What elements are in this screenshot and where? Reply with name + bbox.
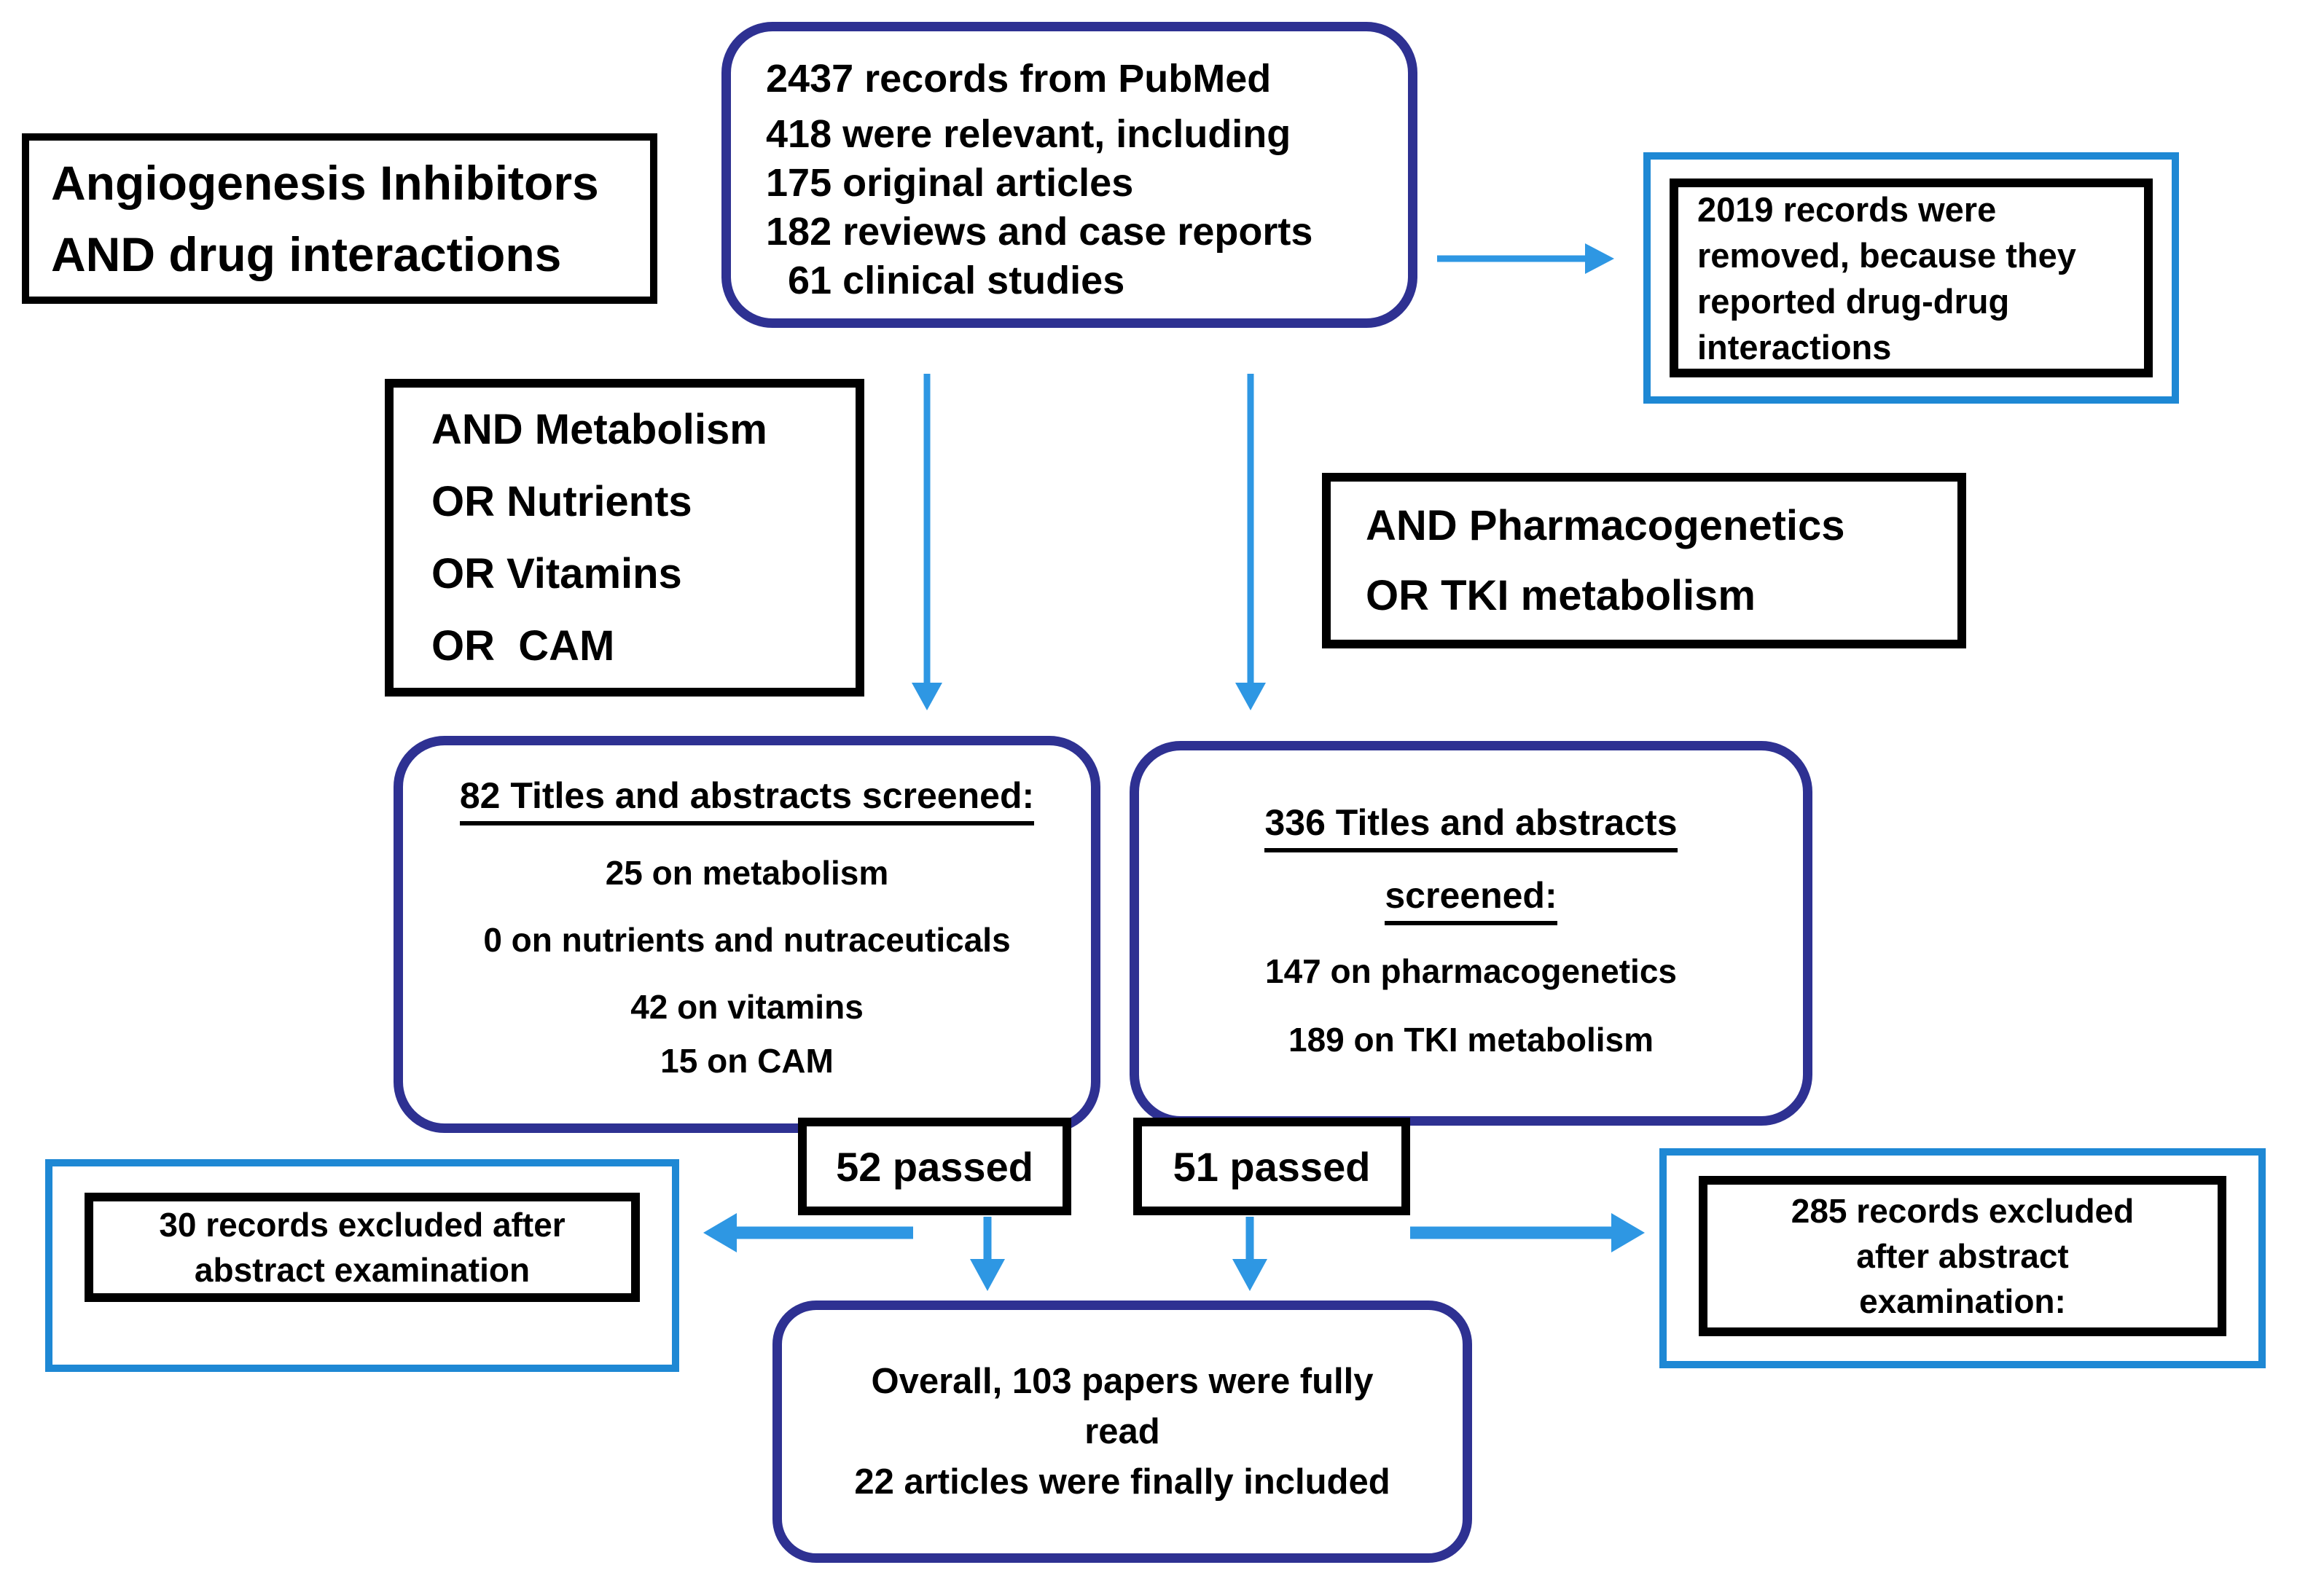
screened-left-item: 25 on metabolism (605, 854, 889, 892)
arrow-shaft (983, 1217, 992, 1260)
arrow-pubmed-to-removed (1437, 237, 1614, 281)
pubmed-line: 2437 records from PubMed (766, 57, 1272, 101)
excluded-left-line: abstract examination (194, 1251, 531, 1289)
removed-line: reported drug-drug (1697, 281, 2010, 321)
screened-right-header-text: screened: (1385, 874, 1557, 925)
arrow-down-head-icon (1232, 1259, 1267, 1291)
removed-line: 2019 records were (1697, 189, 1997, 229)
screened-right-item: 147 on pharmacogenetics (1265, 952, 1677, 990)
arrow-left-head-icon (703, 1213, 737, 1252)
overall-line: 22 articles were finally included (854, 1462, 1390, 1502)
overall-line: Overall, 103 papers were fully (871, 1361, 1374, 1401)
arrow-shaft (1410, 1226, 1613, 1239)
excluded-right-line: 285 records excluded (1791, 1192, 2135, 1230)
removed-records-box: 2019 records were removed, because they … (1670, 179, 2153, 377)
arrow-shaft (1437, 255, 1586, 262)
screened-left-item: 0 on nutrients and nutraceuticals (483, 921, 1011, 959)
arrow-shaft (1247, 374, 1254, 684)
pubmed-line: 418 were relevant, including (766, 112, 1291, 156)
passed-left-label: 52 passed (836, 1143, 1033, 1190)
pharma-query-line: AND Pharmacogenetics (1366, 501, 1845, 549)
pharma-query-line: OR TKI metabolism (1366, 571, 1756, 619)
arrow-to-excluded-right (1410, 1211, 1645, 1255)
passed-left-box: 52 passed (798, 1118, 1071, 1215)
screened-left-header: 82 Titles and abstracts screened: (403, 774, 1091, 825)
arrow-passed-right-to-overall (1232, 1217, 1267, 1291)
arrow-to-excluded-left (703, 1211, 913, 1255)
removed-line: interactions (1697, 327, 1892, 366)
arrow-pubmed-to-screened-right (1235, 374, 1266, 710)
excluded-right-line: after abstract (1856, 1237, 2069, 1275)
excluded-right-line: examination: (1859, 1282, 2066, 1320)
screened-left-item: 42 on vitamins (630, 988, 864, 1026)
excluded-right-outer-box: 285 records excluded after abstract exam… (1659, 1148, 2266, 1368)
metabolism-query-line: AND Metabolism (431, 406, 767, 453)
screened-right-header-text: 336 Titles and abstracts (1264, 801, 1678, 852)
excluded-left-box: 30 records excluded after abstract exami… (85, 1193, 640, 1302)
screened-left-header-text: 82 Titles and abstracts screened: (459, 774, 1035, 825)
arrow-passed-left-to-overall (970, 1217, 1005, 1291)
excluded-left-outer-box: 30 records excluded after abstract exami… (45, 1159, 679, 1372)
screened-left-item: 15 on CAM (660, 1042, 834, 1080)
arrow-right-head-icon (1585, 243, 1614, 274)
arrow-shaft (1245, 1217, 1254, 1260)
arrow-shaft (923, 374, 931, 684)
arrow-pubmed-to-screened-left (912, 374, 942, 710)
screened-right-item: 189 on TKI metabolism (1288, 1021, 1654, 1059)
removed-line: removed, because they (1697, 235, 2076, 275)
arrow-right-head-icon (1611, 1213, 1645, 1252)
search-query-box: Angiogenesis Inhibitors AND drug interac… (22, 133, 657, 304)
pharmacogenetics-query-box: AND Pharmacogenetics OR TKI metabolism (1322, 473, 1966, 648)
excluded-left-line: 30 records excluded after (159, 1206, 566, 1244)
screened-right-header: 336 Titles and abstracts (1139, 801, 1803, 852)
removed-records-outer-box: 2019 records were removed, because they … (1643, 152, 2179, 404)
search-query-line: Angiogenesis Inhibitors (51, 156, 599, 210)
screened-left-box: 82 Titles and abstracts screened: 25 on … (394, 736, 1100, 1133)
overall-line: read (1084, 1411, 1160, 1451)
passed-right-label: 51 passed (1173, 1143, 1371, 1190)
arrow-down-head-icon (970, 1259, 1005, 1291)
arrow-shaft (735, 1226, 913, 1239)
arrow-down-head-icon (912, 683, 942, 710)
metabolism-query-box: AND Metabolism OR Nutrients OR Vitamins … (385, 379, 864, 697)
screened-right-box: 336 Titles and abstracts screened: 147 o… (1130, 741, 1812, 1126)
pubmed-records-box: 2437 records from PubMed 418 were releva… (721, 22, 1417, 328)
metabolism-query-line: OR CAM (431, 622, 615, 670)
metabolism-query-line: OR Nutrients (431, 478, 692, 525)
pubmed-line: 175 original articles (766, 161, 1134, 205)
metabolism-query-line: OR Vitamins (431, 550, 682, 597)
search-query-line: AND drug interactions (51, 227, 562, 281)
pubmed-line: 182 reviews and case reports (766, 210, 1313, 254)
pubmed-line: 61 clinical studies (766, 259, 1125, 302)
passed-right-box: 51 passed (1133, 1118, 1410, 1215)
screened-right-header: screened: (1139, 874, 1803, 925)
arrow-down-head-icon (1235, 683, 1266, 710)
overall-box: Overall, 103 papers were fully read 22 a… (772, 1301, 1472, 1563)
excluded-right-box: 285 records excluded after abstract exam… (1699, 1176, 2226, 1336)
